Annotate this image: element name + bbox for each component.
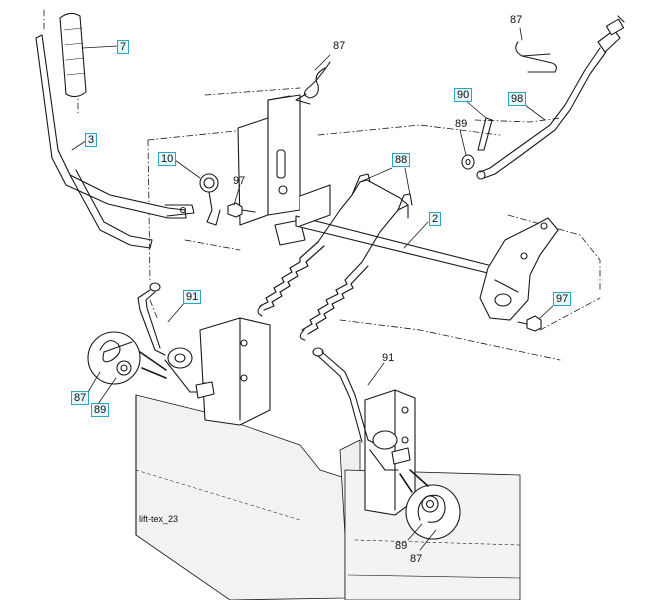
callout-7: 7 xyxy=(117,40,130,54)
lift-handle xyxy=(35,34,195,249)
leader-lines xyxy=(71,27,557,551)
spring-hooks xyxy=(351,173,413,211)
bolt-right xyxy=(517,315,542,332)
detail-callout-left xyxy=(87,331,167,385)
left-lift-link xyxy=(137,282,215,399)
callout-87: 87 xyxy=(410,553,423,565)
diagram-caption: lift-tex_23 xyxy=(139,514,179,524)
callout-88: 88 xyxy=(392,153,411,167)
callout-89: 89 xyxy=(91,403,110,417)
right-lift-link xyxy=(312,347,411,471)
left-deck-bracket xyxy=(199,317,271,426)
callout-10: 10 xyxy=(158,152,177,166)
callout-97: 97 xyxy=(553,292,572,306)
callout-98: 98 xyxy=(508,92,527,106)
right-shaft-bracket xyxy=(479,217,559,321)
cotter-pin xyxy=(477,117,493,151)
lift-shaft xyxy=(295,184,501,277)
control-rod xyxy=(476,15,625,180)
callout-87: 87 xyxy=(333,40,346,52)
center-mounting-bracket xyxy=(237,94,306,246)
right-spring xyxy=(299,204,409,341)
bolt-center xyxy=(227,202,256,218)
detail-callout-right xyxy=(399,469,461,540)
callout-90: 90 xyxy=(454,88,473,102)
callout-91: 91 xyxy=(382,352,395,364)
callout-91: 91 xyxy=(183,290,202,304)
washer-right xyxy=(461,154,475,170)
callout-89: 89 xyxy=(395,540,408,552)
callout-87: 87 xyxy=(71,391,90,405)
torsion-spring xyxy=(199,173,221,226)
handle-grip xyxy=(59,12,87,98)
callout-89: 89 xyxy=(455,118,468,130)
callout-97: 97 xyxy=(233,175,246,187)
hairpin-clip-right xyxy=(515,41,557,73)
hairpin-clip-top xyxy=(295,61,331,105)
callout-87: 87 xyxy=(510,14,523,26)
callout-2: 2 xyxy=(429,212,442,226)
callout-3: 3 xyxy=(85,133,98,147)
mower-deck xyxy=(135,394,521,600)
